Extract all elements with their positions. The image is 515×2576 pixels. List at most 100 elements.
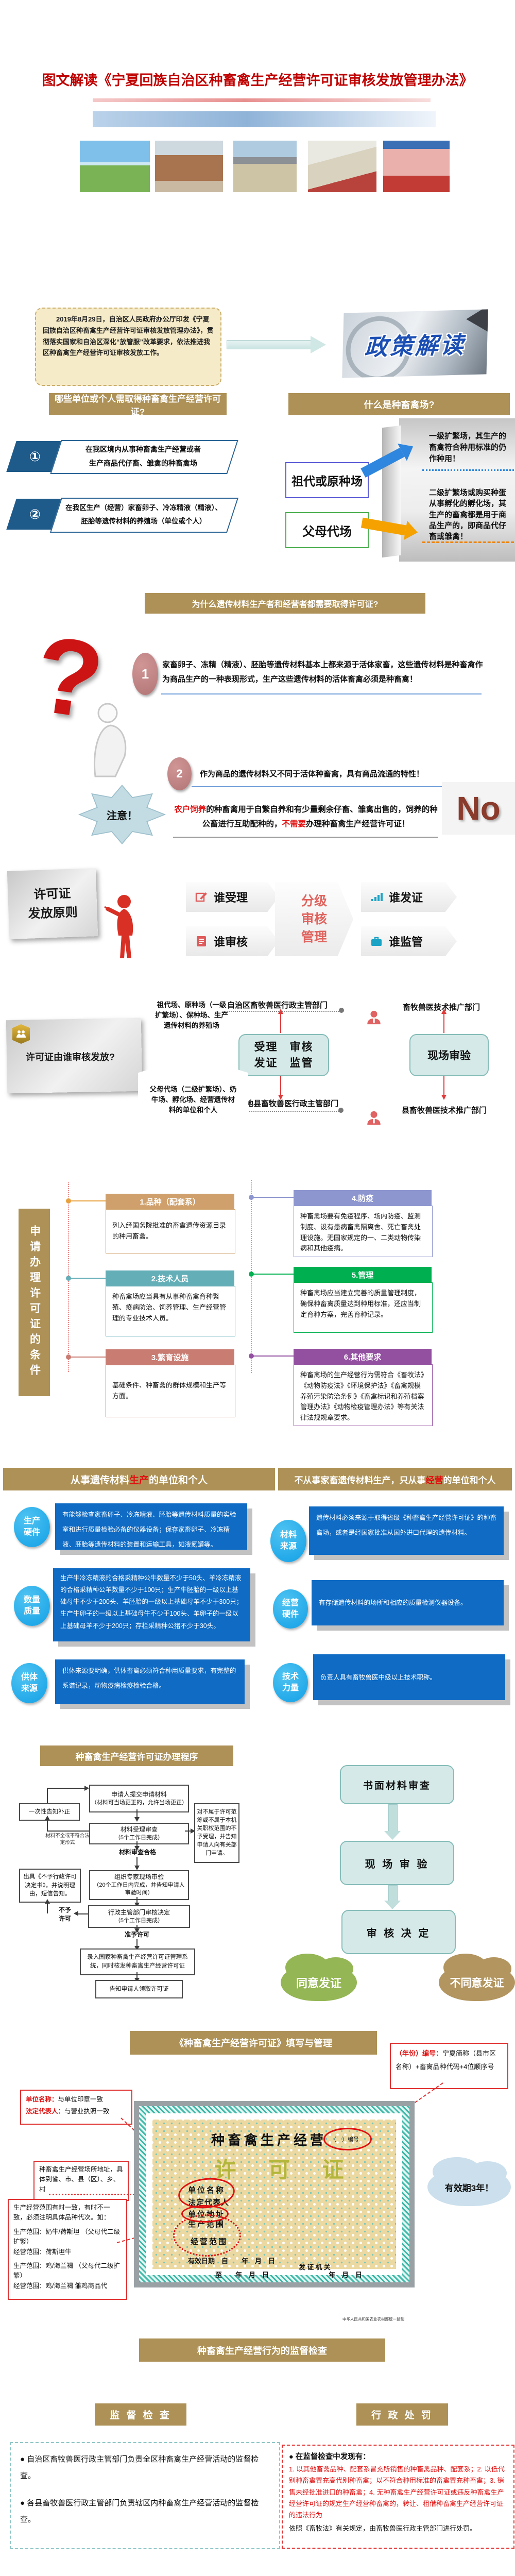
bullet-icon: ● xyxy=(289,2453,296,2461)
callout-name-label: 单位名称： xyxy=(26,2096,58,2103)
tag-donor-source: 供体来源 xyxy=(11,1663,47,1703)
condition6-header: 6.其他要求 xyxy=(294,1349,432,1364)
tag-trading-hardware: 经营硬件 xyxy=(273,1589,308,1629)
flow-grant-label: 准予许可 xyxy=(124,1931,149,1938)
producers-box-donor: 供体来源要明确，供体畜禽必须符合种用质量要求，有完整的系谱记录，动物疫病检疫检验… xyxy=(55,1659,245,1704)
principle-button-review-label: 谁审核 xyxy=(214,936,248,948)
photo-poultry-shed xyxy=(308,141,376,192)
scope-line3: 经营范围：荷斯坦牛 xyxy=(13,2248,72,2256)
principles-board: 许可证 发放原则 xyxy=(7,868,98,939)
center-line3: 管理 xyxy=(301,929,327,944)
flow-arrow-grant-record xyxy=(134,1939,140,1951)
issue-board-question: 许可证由谁审核发放? xyxy=(26,1052,115,1062)
condition2-header: 2.技术人员 xyxy=(106,1270,234,1286)
duty-box-region: 受理 审核 发证 监管 xyxy=(238,1034,329,1076)
gold-hexagon-logo xyxy=(12,1024,30,1044)
connector-dot-3 xyxy=(66,1354,71,1360)
teal-arrow-1 xyxy=(384,1804,401,1840)
farm-parent-box: 父母代场 xyxy=(285,512,369,548)
callout-name-box: 单位名称：与单位印章一致 法定代表人：与营业执照一致 xyxy=(20,2090,132,2125)
flow-submit-box: 申请人提交申请材料 （材料可当场更正的，允许当场更正） xyxy=(89,1785,189,1812)
person-hexagon-2 xyxy=(351,1099,397,1136)
flow-record-box: 录入国家种畜禽生产经营许可证管理系统，同时核发种畜禽生产经营许可证 xyxy=(80,1948,195,1975)
certificate-date2: 至 年 月 日 xyxy=(215,2271,269,2279)
why-item2-badge: 2 xyxy=(167,757,192,790)
stage-decision: 审 核 决 定 xyxy=(341,1910,456,1954)
flow-arrowhead-into-reject xyxy=(191,1828,195,1834)
supervision-bullet-1: ● 自治区畜牧兽医行政主管部门负责全区种畜禽生产经营活动的监督检查。 xyxy=(20,2451,270,2484)
presenter-figure-icon xyxy=(104,895,133,958)
tag-text: 材料来源 xyxy=(280,1531,297,1551)
notice-text: 农户饲养的种畜禽用于自繁自养和有少量剩余仔畜、雏禽出售的，饲养的种公畜进行互助配… xyxy=(173,803,439,831)
notice-underline xyxy=(173,837,438,838)
connector-dot-4 xyxy=(249,1195,254,1200)
section-header-producers: 从事遗传材料生产的单位和个人 xyxy=(3,1468,275,1490)
flow-line-denydoc-v xyxy=(47,1902,48,1913)
condition1-body: 列入经国务院批准的畜禽遗传资源目录的种用畜禽。 xyxy=(106,1209,235,1253)
principle-button-review: 谁审核 xyxy=(186,926,279,956)
red-arrow-up-left xyxy=(278,1009,283,1033)
scope-highlight-circle xyxy=(173,2214,241,2257)
subheader-supervision-check: 监 督 检 查 xyxy=(95,2403,186,2426)
page-fold-panel xyxy=(399,418,515,562)
edit-icon xyxy=(195,892,207,902)
policy-banner-image: 政策解读 xyxy=(342,309,488,378)
connector-line-3 xyxy=(70,1357,106,1358)
certificate-field-name: 单位名称 xyxy=(188,2187,226,2195)
flow-loop-line-h xyxy=(47,1831,89,1832)
tag-text: 数量质量 xyxy=(23,1596,40,1616)
center-line1: 分级 xyxy=(301,893,327,908)
applicant-hexagon-grandparent: 祖代场、原种场（一级扩繁场）、保种场、生产遗传材料的养殖场 xyxy=(147,973,236,1058)
principles-board-line2: 发放原则 xyxy=(28,905,78,921)
condition5-body: 种畜禽场应当建立完善的质量管理制度，确保种畜禽质量达到种用标准，还应当制定育种方… xyxy=(294,1282,433,1333)
conditions-vertical-bar: 申请办理许可证的条件 xyxy=(19,1209,50,1396)
section-header-who-needs-license: 哪些单位或个人需取得种畜禽生产经营许可证? xyxy=(49,393,227,417)
center-line2: 审核 xyxy=(301,911,327,926)
callout-scope-box: 生产经营范围有时一致，有时不一致，必须注明具体品种代次。如： 生产范围：奶牛/荷… xyxy=(8,2199,127,2300)
certificate-date1: 有效日期 自 年 月 日 xyxy=(188,2257,276,2265)
flow-line-to-reject xyxy=(185,1831,192,1832)
why-item2-text: 作为商品的遗传材料又不同于活体种畜禽，具有商品流通的特性！ xyxy=(200,770,424,778)
applicant-hexagon-grandparent-text: 祖代场、原种场（一级扩繁场）、保种场、生产遗传材料的养殖场 xyxy=(155,1001,228,1030)
no-stamp: No xyxy=(442,782,515,835)
scope-line2: 生产范围：奶牛/荷斯坦 （父母代二级扩繁） xyxy=(13,2228,120,2246)
number-rule-text: 宁夏简称（县市区名称）+畜禽品种代码+4位顺序号 xyxy=(396,2049,496,2071)
flow-accept-line2: （5个工作日完成） xyxy=(114,1834,164,1841)
flow-submit-line2: （材料可当场更正的，允许当场更正） xyxy=(91,1799,187,1806)
principles-board-line1: 许可证 xyxy=(33,886,71,902)
applicant-hexagon-parent: 父母代场（二级扩繁场）、奶牛场、孵化场、经营遗传材料的单位和个人 xyxy=(138,1056,248,1144)
scope-line1: 生产经营范围有时一致，有时不一致，必须注明具体品种代次。如： xyxy=(13,2204,110,2222)
flow-decide-box: 行政主管部门审核决定 （5个工作日完成） xyxy=(88,1905,190,1928)
orange-dashed-divider xyxy=(422,541,514,543)
producers-right-em: 经营 xyxy=(425,1475,443,1485)
connector-line-4 xyxy=(253,1197,294,1198)
item2-line1: 在我区生产（经营）家畜卵子、冷冻精液（精液）、 xyxy=(65,504,222,512)
red-arrow-down-right xyxy=(441,1076,447,1100)
certificate-issuer: 发 证 机 关 xyxy=(299,2263,331,2271)
flow-onsite-box: 组织专家现场审验 （20个工作日内完成，并告知申请人审验时间） xyxy=(89,1870,189,1900)
dotted-line-address xyxy=(49,2194,184,2195)
flow-pass-label: 材料审查合格 xyxy=(118,1849,156,1856)
no-stamp-text: No xyxy=(456,790,501,827)
flow-arrow-submit-accept xyxy=(134,1809,140,1822)
flow-notify-box: 一次性告知补正 xyxy=(19,1803,80,1821)
why-item1-text: 家畜卵子、冻精（精液）、胚胎等遗传材料基本上都来源于活体家畜，这些遗传材料是种畜… xyxy=(162,660,483,684)
item1-line2: 生产商品代仔畜、雏禽的种畜禽场 xyxy=(89,459,197,467)
intro-box: 2019年8月29日，自治区人民政府办公厅印发《宁夏回族自治区种畜禽生产经营许可… xyxy=(35,308,221,386)
flow-denydoc-box: 出具《不予行政许可决定书》，并说明理由，短信告知。 xyxy=(19,1869,81,1903)
certificate-title: 种畜禽生产经营 xyxy=(211,2133,327,2148)
flow-reject-box: 对不属于许可范筹或不属于本机关职权范围的不予受理，并告知申请人向有关部门申请。 xyxy=(194,1803,239,1863)
validity-cloud: 有效期3年！ xyxy=(427,2157,511,2206)
penalty-intro: ● 在监督检查中发现有： xyxy=(289,2451,507,2462)
red-arrow-down-left xyxy=(278,1076,283,1100)
connector-line-6 xyxy=(253,1355,294,1357)
flow-line-notify-up xyxy=(47,1788,48,1803)
why-item1-number: 1 xyxy=(141,666,149,682)
flow-arrowhead-into-denydoc xyxy=(45,1899,50,1904)
producers-left-post: 的单位和个人 xyxy=(149,1475,208,1486)
callout-rep-text: 与营业执照一致 xyxy=(64,2107,110,2115)
section-header-what-is-farm: 什么是种畜禽场? xyxy=(288,393,510,415)
farm-grandparent-box: 祖代或原种场 xyxy=(285,462,369,498)
photo-sheep-yard xyxy=(233,141,297,192)
